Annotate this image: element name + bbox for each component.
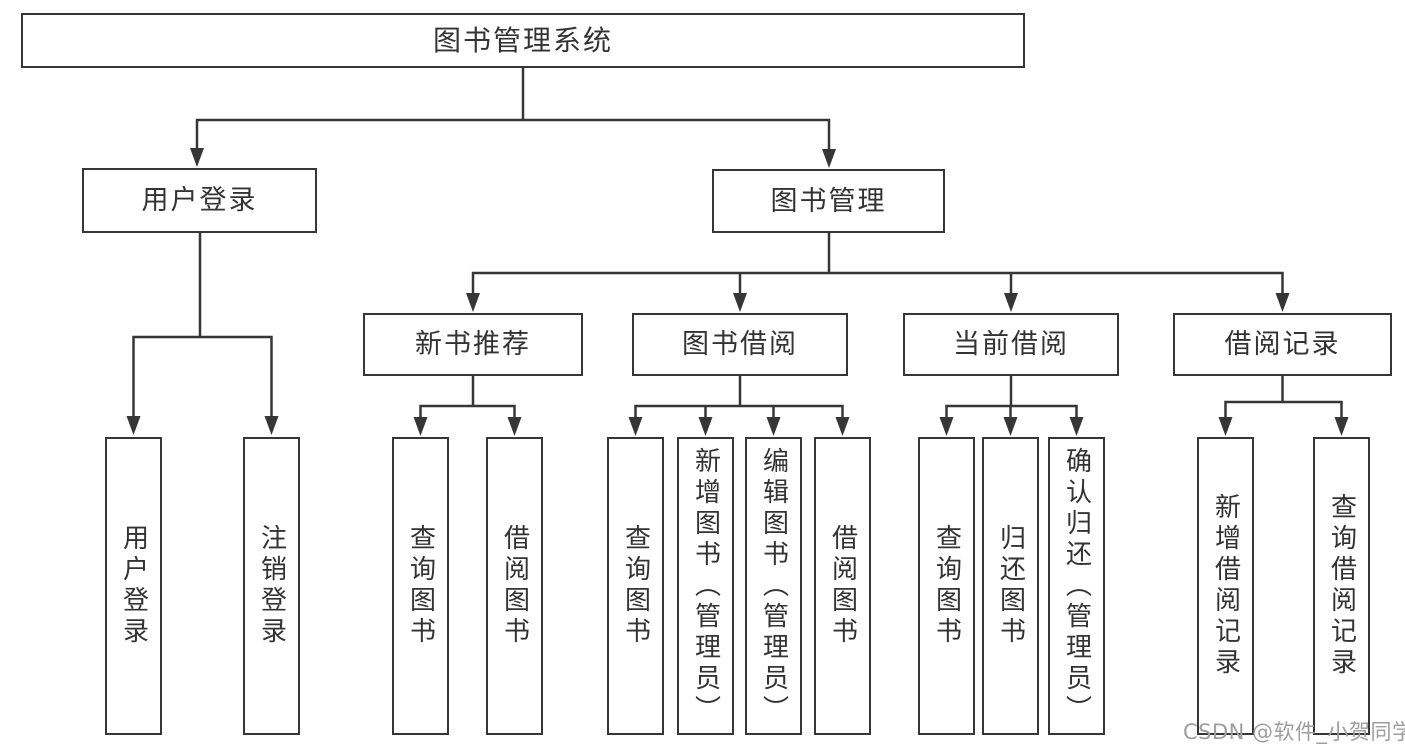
leaf-query-books-recommend: 查询图书 — [392, 437, 449, 735]
leaf-query-books-current: 查询图书 — [918, 437, 975, 735]
leaf-edit-books-admin: 编辑图书（管理员） — [745, 437, 802, 735]
csdn-watermark: CSDN @软件_小贺同学 — [1183, 720, 1405, 744]
node-new-book-recommendation: 新书推荐 — [363, 313, 583, 376]
leaf-user-login: 用户登录 — [105, 437, 162, 735]
leaf-confirm-return-admin: 确认归还（管理员） — [1048, 437, 1105, 735]
leaf-add-books-admin: 新增图书（管理员） — [677, 437, 734, 735]
node-library-management-system: 图书管理系统 — [21, 13, 1025, 68]
node-book-management: 图书管理 — [712, 169, 945, 233]
node-user-login: 用户登录 — [82, 168, 317, 233]
leaf-borrow-books-borrowing: 借阅图书 — [814, 437, 871, 735]
leaf-logout-login: 注销登录 — [243, 437, 300, 735]
node-borrowing-records: 借阅记录 — [1173, 313, 1392, 376]
leaf-add-borrow-record: 新增借阅记录 — [1197, 437, 1254, 735]
node-book-borrowing: 图书借阅 — [632, 313, 848, 376]
leaf-borrow-books-recommend: 借阅图书 — [486, 437, 543, 735]
leaf-query-books-borrowing: 查询图书 — [607, 437, 664, 735]
leaf-query-borrow-record: 查询借阅记录 — [1313, 437, 1370, 735]
leaf-return-books: 归还图书 — [982, 437, 1039, 735]
node-current-borrowing: 当前借阅 — [903, 313, 1119, 376]
